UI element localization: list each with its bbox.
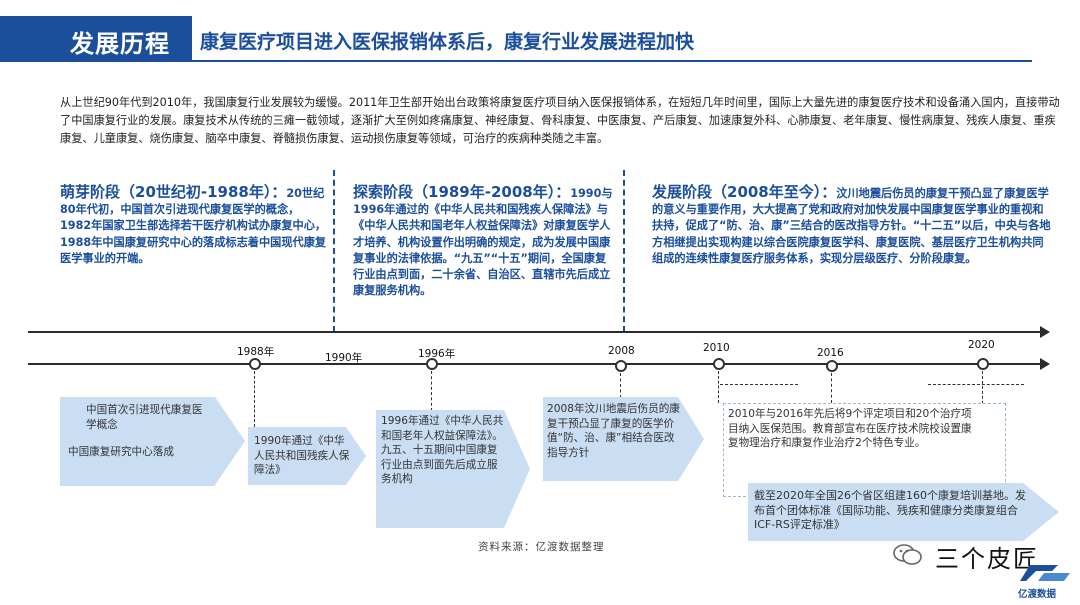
stage-develop: 发展阶段（2008年至今）：汶川地震后伤员的康复干预凸显了康复医学的意义与重要作… (652, 184, 1052, 267)
event-text: 2008年汶川地震后伤员的康复干预凸显了康复的医学价值“防、治、康”相结合医改指… (547, 403, 680, 459)
header: 发展历程 康复医疗项目进入医保报销体系后，康复行业发展进程加快 (0, 16, 1080, 62)
stage-body: 1990与1996年通过的《中华人民共和国残疾人保障法》与《中华人民共和国老年人… (353, 187, 613, 298)
year-axis (28, 363, 1044, 365)
event-box-1990: 1990年通过《中华人民共和国残疾人保障法》 (248, 427, 366, 485)
event-arrow-tip (215, 397, 245, 485)
stage-explore: 探索阶段（1989年-2008年）：1990与1996年通过的《中华人民共和国残… (353, 184, 616, 299)
year-label-2020: 2020 (968, 339, 995, 351)
timeline-node-2008 (615, 360, 627, 372)
timeline-node-1988 (249, 358, 261, 370)
range-2010-2016 (720, 384, 798, 385)
source-note: 资料来源：亿渡数据整理 (478, 541, 605, 553)
timeline-node-2016 (826, 360, 838, 372)
event-arrow-tip (1023, 483, 1059, 541)
event-text: 中国首次引进现代康复医学概念 (86, 404, 203, 431)
intro-paragraph: 从上世纪90年代到2010年，我国康复行业发展较为缓慢。2011年卫生部开始出台… (60, 96, 1060, 146)
stage-title: 探索阶段（1989年-2008年）： (353, 183, 571, 201)
event-box-2020: 截至2020年全国26个省区组建160个康复培训基地。发布首个团体标准《国际功能… (748, 483, 1059, 541)
wechat-icon (893, 542, 923, 573)
year-label-2010: 2010 (703, 342, 730, 354)
stage-title: 发展阶段（2008年至今）： (652, 183, 837, 201)
event-arrow-tip (504, 410, 530, 528)
event-text: 1996年通过《中华人民共和国老年人权益保障法》。九五、十五期间中国康复行业由点… (381, 415, 504, 485)
connector-2010 (718, 371, 719, 403)
stage-divider (623, 170, 625, 332)
connector-2008 (620, 373, 621, 398)
header-rule (192, 60, 1032, 62)
timeline-node-2020 (977, 358, 989, 370)
event-box-1996: 1996年通过《中华人民共和国老年人权益保障法》。九五、十五期间中国康复行业由点… (376, 410, 530, 528)
timeline-axis (28, 331, 1044, 333)
timeline-node-2010 (713, 358, 725, 370)
event-box-2010-2016: 2010年与2016年先后将9个评定项目和20个治疗项目纳入医保范围。教育部宣布… (723, 403, 1006, 497)
company-logo-name: 亿渡数据 (1018, 589, 1057, 600)
year-label-2008: 2008 (608, 345, 635, 357)
stage-body: 20世纪80年代初，中国首次引进现代康复医学的概念，1982年国家卫生部选择若干… (60, 187, 327, 265)
watermark-text: 三个皮匠 (935, 545, 1039, 573)
event-text: 2010年与2016年先后将9个评定项目和20个治疗项目纳入医保范围。教育部宣布… (728, 408, 972, 449)
event-arrow-tip (678, 397, 704, 481)
stage-body: 汶川地震后伤员的康复干预凸显了康复医学的意义与重要作用，大大提高了党和政府对加快… (652, 187, 1051, 265)
year-label-2016: 2016 (817, 347, 844, 359)
page-title: 发展历程 (70, 30, 170, 58)
event-text: 1990年通过《中华人民共和国残疾人保障法》 (254, 435, 350, 476)
event-box-1988: 中国首次引进现代康复医学概念 中国康复研究中心落成 (60, 397, 245, 486)
event-text: 截至2020年全国26个省区组建160个康复培训基地。发布首个团体标准《国际功能… (754, 489, 1026, 531)
connector-2016 (831, 373, 832, 403)
company-logo-icon (1020, 563, 1074, 583)
timeline-arrowhead (1040, 326, 1050, 338)
event-arrow-tip (346, 427, 366, 485)
title-block: 发展历程 (0, 16, 192, 62)
event-text: 中国康复研究中心落成 (68, 446, 174, 458)
stage-divider (333, 170, 335, 332)
year-label-1990: 1990年 (325, 352, 363, 364)
timeline-node-1996 (426, 358, 438, 370)
year-axis-arrowhead (1040, 358, 1050, 370)
stage-sprout: 萌芽阶段（20世纪初-1988年）：20世纪80年代初，中国首次引进现代康复医学… (60, 184, 330, 267)
connector-1988 (254, 371, 255, 427)
stage-title: 萌芽阶段（20世纪初-1988年）： (60, 183, 287, 201)
year-label-1996: 1996年 (418, 348, 456, 360)
event-box-2008: 2008年汶川地震后伤员的康复干预凸显了康复的医学价值“防、治、康”相结合医改指… (543, 397, 704, 481)
page-subtitle: 康复医疗项目进入医保报销体系后，康复行业发展进程加快 (200, 31, 695, 53)
range-2020 (928, 384, 1024, 385)
year-label-1988: 1988年 (237, 346, 275, 358)
connector-1996 (431, 371, 432, 411)
